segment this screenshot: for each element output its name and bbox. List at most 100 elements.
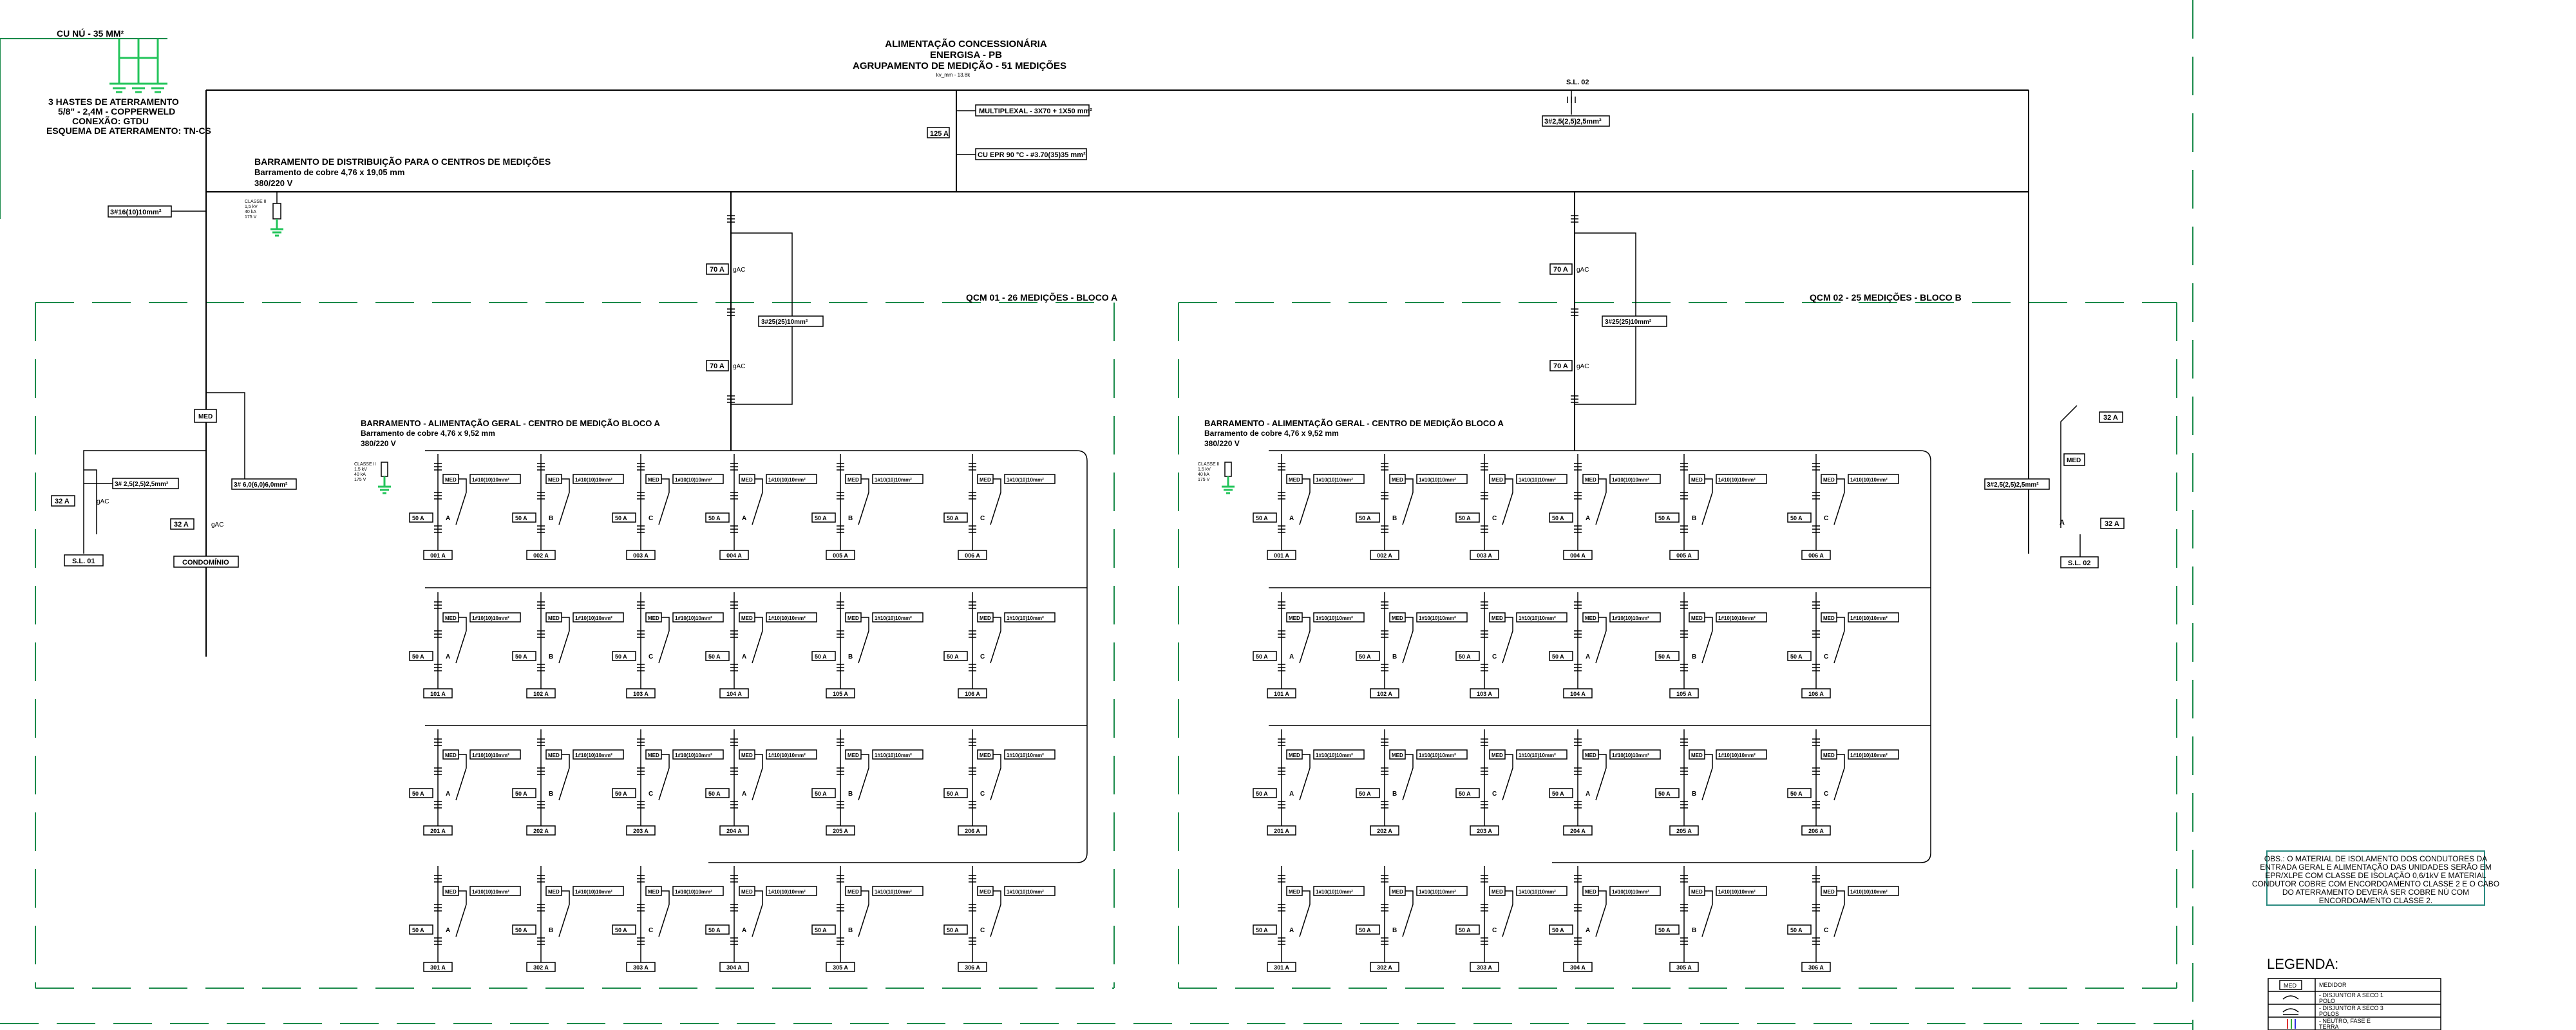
meter-breaker-box	[1549, 512, 1573, 523]
meter-cable: 1#10(10)10mm²	[768, 753, 806, 758]
meter-unit-label-box	[1470, 550, 1499, 560]
meter-breaker: 50 A	[412, 927, 424, 933]
breaker-symbol	[1812, 630, 1820, 638]
qcm-title: QCM 01 - 26 MEDIÇÕES - BLOCO A	[966, 292, 1117, 303]
meter-phase: C	[980, 791, 985, 798]
meter-cable: 1#10(10)10mm²	[472, 477, 509, 483]
meter-breaker: 50 A	[1459, 653, 1471, 660]
right-breaker-bottom: 32 A	[2105, 520, 2119, 528]
meter-med: MED	[1492, 889, 1503, 895]
grounding-section: CU NÚ - 35 MM² 3 HASTES DE ATERRAMENTO 5…	[0, 28, 211, 219]
meter-breaker-box	[1549, 924, 1573, 935]
meter-breaker: 50 A	[815, 653, 827, 660]
breaker-symbol	[730, 738, 738, 746]
obs-text: OBS.: O MATERIAL DE ISOLAMENTO DOS CONDU…	[2252, 854, 2499, 905]
meter-cable-box	[469, 749, 521, 760]
meter-cable-box	[1004, 612, 1056, 623]
breaker-symbol	[1381, 875, 1388, 883]
breaker-symbol	[1574, 904, 1582, 912]
meter-unit-label-box	[826, 550, 855, 560]
legend-title: LEGENDA:	[2267, 956, 2338, 972]
meter-med: MED	[1691, 889, 1703, 895]
meter-phase: B	[1392, 515, 1397, 522]
left-cable-a: 3# 2,5(2,5)2,5mm²	[115, 481, 169, 488]
meter-phase: C	[980, 927, 985, 934]
meter-unit-label: 101 A	[1274, 691, 1289, 697]
meter-med: MED	[741, 477, 753, 483]
meter-unit-label: 105 A	[833, 691, 848, 697]
breaker-symbol	[1381, 525, 1388, 533]
breaker-symbol	[637, 525, 645, 533]
meter-cable: 1#10(10)10mm²	[1316, 753, 1353, 758]
meter-breaker: 50 A	[1552, 653, 1564, 660]
obs-line-5: DO ATERRAMENTO DEVERÁ SER COBRE NÚ COM	[2282, 887, 2469, 897]
meter-breaker-box	[1455, 924, 1480, 935]
meter-breaker-box	[1253, 788, 1277, 798]
breaker-symbol	[837, 525, 844, 533]
meter-cable-box	[872, 612, 923, 623]
meter-cable: 1#10(10)10mm²	[1850, 477, 1888, 483]
meter-cable-box	[872, 886, 923, 896]
meter-cable: 1#10(10)10mm²	[1007, 477, 1044, 483]
qcm-dps-1: CLASSE II	[1198, 462, 1220, 467]
breaker-symbol	[969, 738, 976, 746]
meter-unit-label-box	[1669, 688, 1699, 698]
meter-breaker: 50 A	[1256, 927, 1268, 933]
meter-med: MED	[1691, 477, 1703, 483]
meter-phase: C	[1492, 927, 1497, 934]
ground-rods	[109, 39, 167, 93]
meter-breaker: 50 A	[1459, 927, 1471, 933]
meter-med: MED	[1492, 477, 1503, 483]
meter-unit-label: 203 A	[1477, 828, 1492, 834]
meter-cable-box	[1848, 886, 1899, 896]
meter-breaker: 50 A	[1790, 515, 1803, 521]
title-line-1: ALIMENTAÇÃO CONCESSIONÁRIA	[885, 38, 1047, 50]
breaker-symbol	[537, 738, 545, 746]
meter-phase: B	[1392, 653, 1397, 660]
breaker-symbol	[1574, 463, 1582, 471]
meter-breaker: 50 A	[615, 791, 627, 797]
meter-cable-box	[1848, 612, 1899, 623]
breaker-symbol	[1574, 738, 1582, 746]
meter-unit-label-box	[958, 825, 987, 836]
qcm-feeder-breaker-1: 70 A	[710, 266, 724, 274]
meter-breaker: 50 A	[1359, 927, 1371, 933]
qcm-dps-4: 175 V	[1198, 478, 1210, 482]
right-cable: 3#2,5(2,5)2,5mm²	[1987, 482, 2039, 489]
meter-breaker-box	[409, 924, 433, 935]
breaker-symbol	[1278, 463, 1285, 471]
meter-phase: A	[742, 653, 746, 660]
qcm-dps-3: 40 kA	[1198, 473, 1209, 477]
meter-med: MED	[1492, 753, 1503, 758]
meter-phase: B	[1692, 927, 1696, 934]
meter-breaker: 50 A	[708, 515, 721, 521]
meter-cable-box	[469, 612, 521, 623]
breaker-symbol	[837, 801, 844, 809]
meter-unit-label: 004 A	[1570, 552, 1586, 559]
breaker-symbol	[730, 767, 738, 775]
meter-unit-label: 302 A	[533, 964, 549, 971]
meter-unit-label: 101 A	[430, 691, 446, 697]
meter-cable-box	[1609, 474, 1661, 484]
breaker-symbol	[434, 664, 442, 671]
meter-phase: A	[1289, 791, 1294, 798]
meter-cable-box	[469, 886, 521, 896]
meter-unit-label-box	[626, 550, 656, 560]
breaker-symbol	[969, 601, 976, 609]
breaker-symbol	[1680, 492, 1688, 500]
meter-breaker-box	[409, 788, 433, 798]
breaker-symbol	[837, 601, 844, 609]
qcm-feeder-dr-2: gAC	[1577, 363, 1589, 370]
meter-unit-label: 206 A	[965, 828, 980, 834]
qcm-dps-2: 1,5 kV	[354, 467, 367, 472]
breaker-symbol	[1381, 601, 1388, 609]
breaker-symbol	[969, 875, 976, 883]
dps-4: 175 V	[245, 215, 257, 220]
meter-breaker-box	[811, 924, 836, 935]
